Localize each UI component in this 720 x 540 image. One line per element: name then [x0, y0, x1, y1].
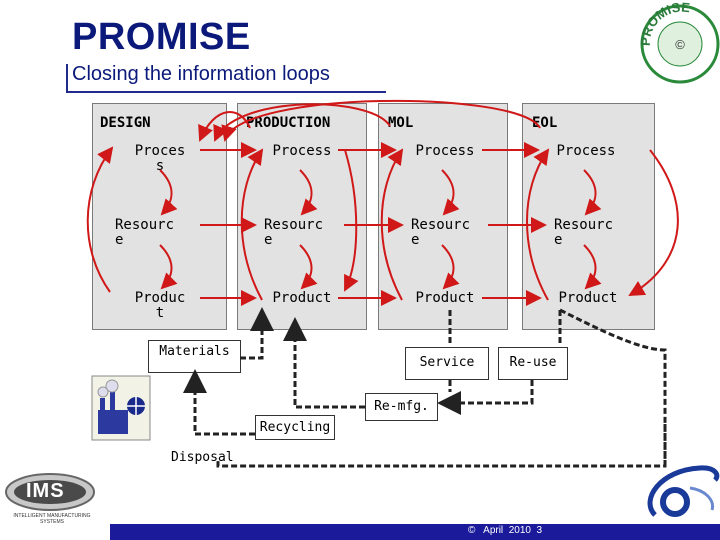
- title-divider-horizontal: [66, 91, 386, 93]
- mol-process: Process: [415, 143, 475, 159]
- service-box: Service: [405, 347, 489, 380]
- column-title-eol: EOL: [532, 115, 558, 131]
- design-process: Proces s: [134, 143, 186, 174]
- column-title-mol: MOL: [388, 115, 414, 131]
- production-product: Product: [272, 290, 332, 306]
- recycling-box: Recycling: [255, 415, 335, 440]
- design-product: Produc t: [134, 290, 186, 321]
- ims-logo-subtext: INTELLIGENT MANUFACTURING SYSTEMS: [13, 513, 91, 525]
- slide-title: PROMISE: [72, 16, 251, 58]
- footer-text: © April 2010 3: [468, 525, 543, 536]
- reuse-box: Re-use: [498, 347, 568, 380]
- title-divider-vertical: [66, 64, 68, 92]
- promise-logo-text: PROMISE: [638, 0, 691, 46]
- footer-bar: [110, 524, 720, 540]
- materials-box: Materials: [148, 340, 241, 373]
- svg-text:©: ©: [675, 37, 685, 52]
- ims-logo-text: IMS: [26, 480, 65, 502]
- disposal-label: Disposal: [171, 450, 234, 465]
- mol-resource: Resourc e: [411, 217, 471, 248]
- eol-product: Product: [558, 290, 618, 306]
- production-process: Process: [272, 143, 332, 159]
- design-resource: Resourc e: [115, 217, 175, 248]
- column-title-design: DESIGN: [100, 115, 151, 131]
- column-title-production: PRODUCTION: [246, 115, 331, 131]
- production-resource: Resourc e: [264, 217, 324, 248]
- remfg-box: Re-mfg.: [365, 393, 438, 421]
- mol-product: Product: [415, 290, 475, 306]
- slide-subtitle: Closing the information loops: [72, 63, 330, 85]
- eol-process: Process: [556, 143, 616, 159]
- eol-resource: Resourc e: [554, 217, 614, 248]
